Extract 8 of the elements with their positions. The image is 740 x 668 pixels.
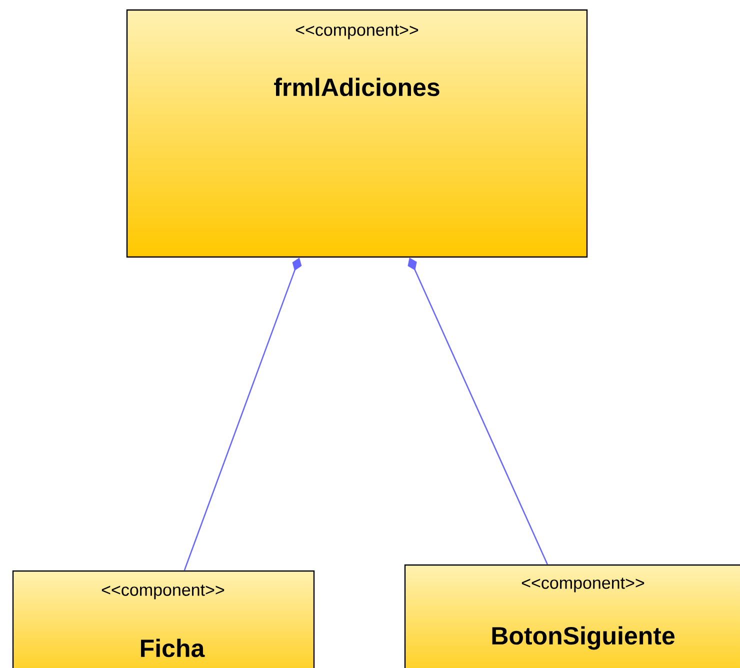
component-name: Ficha — [141, 638, 205, 658]
component-name: frmlAdiciones — [274, 78, 440, 96]
stereotype-label: <<component>> — [296, 24, 418, 40]
composition-line — [408, 258, 548, 565]
stereotype-label: <<component>> — [102, 584, 224, 600]
component-name: BotonSiguiente — [492, 626, 675, 650]
stereotype-label: <<component>> — [522, 578, 644, 592]
composition-line — [184, 258, 302, 571]
